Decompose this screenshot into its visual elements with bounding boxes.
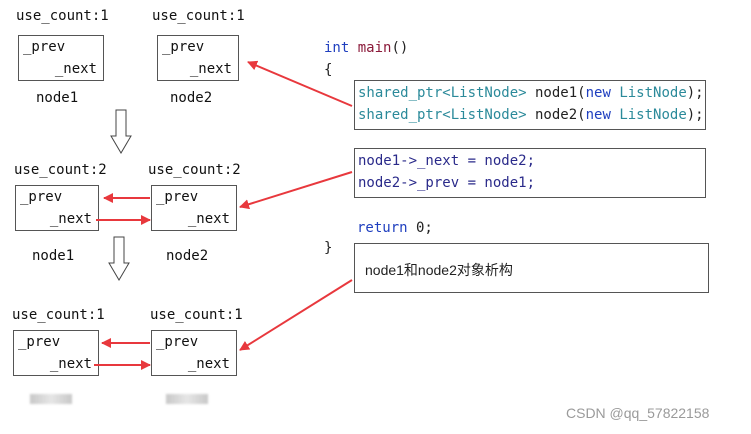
- node2-use-count: use_count:2: [148, 162, 241, 178]
- node2-label: node2: [170, 90, 213, 106]
- next-field: _next: [187, 356, 230, 372]
- node2-label: node2: [166, 248, 209, 264]
- node2-use-count: use_count:1: [150, 307, 243, 323]
- redacted-node1-label: [30, 394, 72, 404]
- destruct-note-box: [354, 243, 709, 293]
- new-type: ListNode: [610, 85, 687, 101]
- prev-field: _prev: [156, 189, 199, 205]
- arrow-assign-to-node2: [239, 171, 353, 210]
- node1-use-count: use_count:1: [12, 307, 105, 323]
- open-brace: {: [324, 62, 333, 78]
- node1-label: node1: [32, 248, 75, 264]
- type-name: shared_ptr<ListNode>: [358, 85, 527, 101]
- main-function-name: main: [357, 40, 392, 56]
- node1-box: _prev _next: [15, 185, 99, 231]
- next-field: _next: [187, 211, 230, 227]
- node1-use-count: use_count:1: [16, 8, 109, 24]
- prev-field: _prev: [18, 334, 61, 350]
- node1-use-count: use_count:2: [14, 162, 107, 178]
- var-name: node2(: [526, 107, 586, 123]
- code-line-next-assign: node1->_next = node2;: [358, 153, 536, 169]
- redacted-node2-label: [166, 394, 208, 404]
- node1-box: _prev _next: [18, 35, 104, 81]
- node2-box: _prev _next: [151, 330, 237, 376]
- node1-label: node1: [36, 90, 79, 106]
- new-type: ListNode: [610, 107, 687, 123]
- close-brace: }: [324, 240, 333, 256]
- var-name: node1(: [526, 85, 586, 101]
- next-field: _next: [54, 61, 97, 77]
- watermark: CSDN @qq_57822158: [566, 405, 710, 421]
- main-signature: int main(): [324, 40, 408, 56]
- next-field: _next: [49, 356, 92, 372]
- new-keyword: new: [585, 85, 611, 101]
- new-keyword: new: [585, 107, 611, 123]
- node2-box: _prev _next: [151, 185, 237, 231]
- arrow-decl-to-node2: [247, 60, 353, 107]
- node2-box: _prev _next: [157, 35, 239, 81]
- code-line-node1: shared_ptr<ListNode> node1(new ListNode)…: [358, 85, 704, 101]
- return-value: 0;: [407, 220, 433, 236]
- next-field: _next: [189, 61, 232, 77]
- line-end: );: [686, 85, 704, 101]
- prev-field: _prev: [162, 39, 205, 55]
- node1-box: _prev _next: [13, 330, 99, 376]
- return-keyword: return: [357, 220, 408, 236]
- code-box-declarations: [354, 80, 706, 130]
- return-statement: return 0;: [357, 220, 433, 236]
- code-box-assignments: [354, 148, 706, 198]
- prev-field: _prev: [23, 39, 66, 55]
- next-field: _next: [49, 211, 92, 227]
- destruct-note: node1和node2对象析构: [365, 262, 513, 278]
- node2-use-count: use_count:1: [152, 8, 245, 24]
- type-name: shared_ptr<ListNode>: [358, 107, 527, 123]
- int-keyword: int: [324, 40, 350, 56]
- down-arrow-icon: [108, 236, 130, 281]
- prev-field: _prev: [20, 189, 63, 205]
- code-line-prev-assign: node2->_prev = node1;: [358, 175, 536, 191]
- code-line-node2: shared_ptr<ListNode> node2(new ListNode)…: [358, 107, 704, 123]
- main-parens: (): [391, 40, 409, 56]
- prev-field: _prev: [156, 334, 199, 350]
- line-end: );: [686, 107, 704, 123]
- down-arrow-icon: [110, 109, 132, 154]
- arrow-destruct-to-node2: [239, 279, 353, 351]
